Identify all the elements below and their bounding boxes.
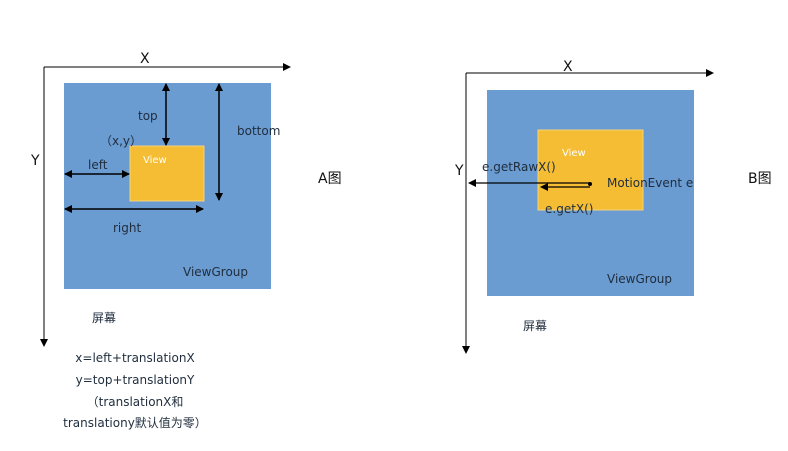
get-x-label: e.getX() xyxy=(545,202,594,216)
bottom-label: bottom xyxy=(237,124,280,138)
x-axis-label: X xyxy=(140,51,150,67)
right-label: right xyxy=(113,221,141,235)
viewgroup-label: ViewGroup xyxy=(607,272,672,286)
view-label: View xyxy=(562,148,586,159)
motion-event-label: MotionEvent e xyxy=(607,176,693,190)
diagram-b: X Y View e.getRawX() MotionEvent e e.get… xyxy=(454,59,772,354)
xy-label: （x,y） xyxy=(100,134,142,148)
caption-a: A图 xyxy=(318,171,342,187)
x-axis-label: X xyxy=(563,59,573,75)
y-axis-label: Y xyxy=(30,153,40,169)
caption-b: B图 xyxy=(748,171,772,187)
viewgroup-label: ViewGroup xyxy=(183,265,248,279)
left-label: left xyxy=(88,158,108,172)
screen-label-a: 屏幕 xyxy=(92,311,116,325)
raw-x-label: e.getRawX() xyxy=(482,160,556,174)
formula-line-2: y=top+translationY xyxy=(76,373,195,387)
view-label: View xyxy=(143,155,167,166)
view-rect xyxy=(129,145,205,202)
formula-line-1: x=left+translationX xyxy=(75,351,194,365)
view-rect xyxy=(537,129,644,211)
y-axis-label: Y xyxy=(454,163,464,179)
formula-line-4: translationy默认值为零） xyxy=(63,415,207,430)
formula-line-3: （translationX和 xyxy=(87,395,184,409)
diagram-a: X Y top bottom （x,y） left right View Vie… xyxy=(30,51,342,430)
screen-label-b: 屏幕 xyxy=(523,319,547,333)
touch-point xyxy=(588,182,592,186)
top-label: top xyxy=(138,109,158,123)
